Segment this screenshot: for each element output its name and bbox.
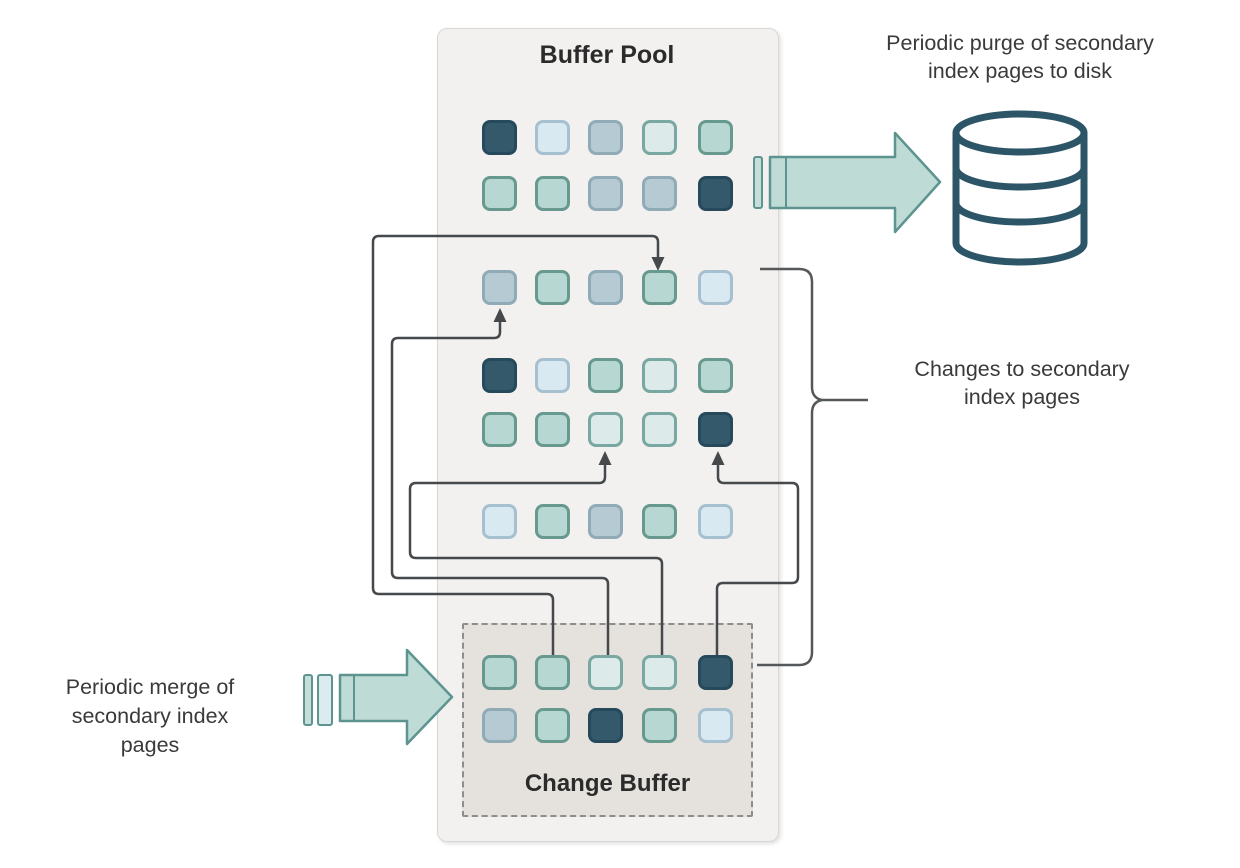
changes-label-line: Changes to secondary: [914, 357, 1130, 381]
purge-label-line: index pages to disk: [927, 59, 1113, 83]
merge-label-line: pages: [120, 733, 180, 757]
merge-label-line: secondary index: [71, 704, 229, 728]
purge-arrow-icon: [768, 131, 942, 234]
changes-label: Changes to secondary index pages: [862, 355, 1182, 411]
database-cylinder-icon: [952, 110, 1088, 266]
buffer-pool-title: Buffer Pool: [539, 41, 675, 69]
merge-speed-bar-icon: [317, 674, 333, 726]
purge-label: Periodic purge of secondary index pages …: [820, 29, 1220, 85]
merge-speed-bar-icon: [303, 674, 313, 726]
merge-label-line: Periodic merge of: [65, 675, 235, 699]
changes-label-line: index pages: [964, 385, 1080, 409]
merge-arrow-icon: [338, 648, 454, 746]
purge-label-line: Periodic purge of secondary: [886, 31, 1154, 55]
change-buffer-title: Change Buffer: [524, 770, 691, 797]
merge-label: Periodic merge of secondary index pages: [20, 673, 280, 760]
